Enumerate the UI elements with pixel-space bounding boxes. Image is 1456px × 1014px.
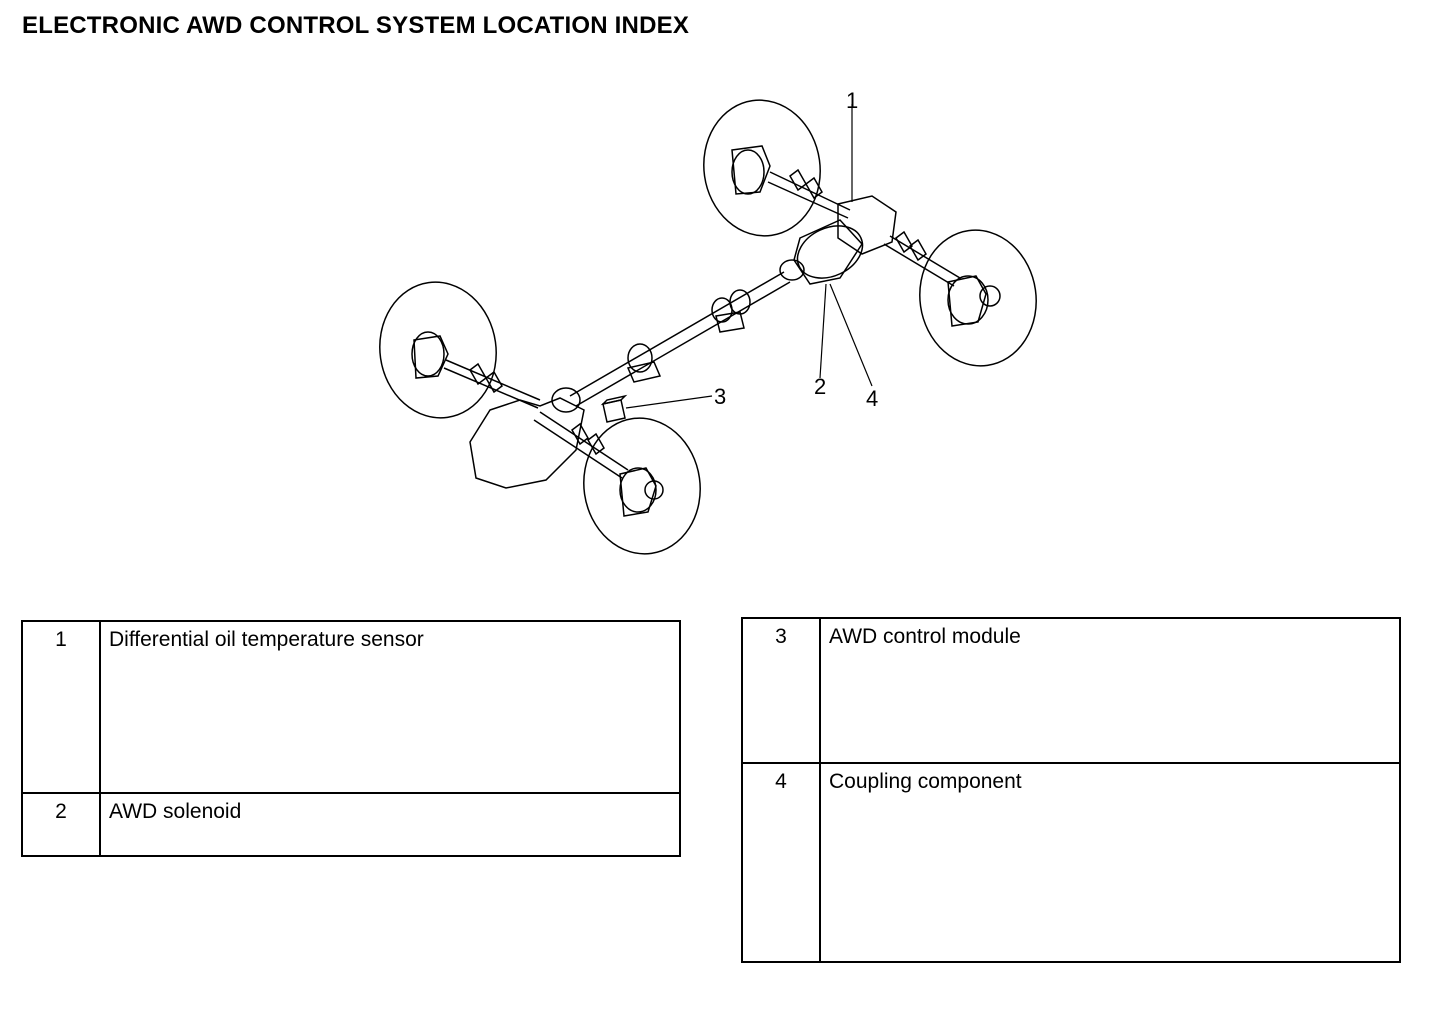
callout-3: 3 (714, 384, 726, 409)
table-row: 3 AWD control module (741, 617, 1401, 764)
rear-drive-shafts (767, 168, 961, 287)
callout-4: 4 (866, 386, 878, 411)
awd-control-module (600, 394, 628, 423)
callout-1: 1 (846, 88, 858, 113)
front-right-wheel (583, 417, 701, 555)
component-name: AWD control module (819, 617, 1401, 764)
row-number: 4 (741, 762, 821, 963)
page-title: ELECTRONIC AWD CONTROL SYSTEM LOCATION I… (22, 12, 690, 39)
propeller-shaft (569, 271, 791, 407)
location-index-table-left: 1 Differential oil temperature sensor 2 … (21, 620, 681, 857)
component-name: Coupling component (819, 762, 1401, 963)
row-number: 3 (741, 617, 821, 764)
callout-2: 2 (814, 374, 826, 399)
rear-left-wheel (703, 99, 821, 237)
row-number: 2 (21, 792, 101, 857)
callouts: 1 2 3 4 (714, 88, 878, 411)
location-index-table-right: 3 AWD control module 4 Coupling componen… (741, 617, 1401, 963)
component-name: AWD solenoid (99, 792, 681, 857)
table-row: 1 Differential oil temperature sensor (21, 620, 681, 794)
rear-right-wheel (919, 229, 1037, 367)
table-row: 2 AWD solenoid (21, 792, 681, 857)
leader-lines (625, 104, 873, 409)
rear-differential (779, 195, 897, 285)
table-row: 4 Coupling component (741, 762, 1401, 963)
front-left-wheel (379, 281, 497, 419)
transaxle-outline (469, 387, 585, 489)
awd-drivetrain-diagram: 1 2 3 4 (379, 88, 1037, 555)
component-name: Differential oil temperature sensor (99, 620, 681, 794)
row-number: 1 (21, 620, 101, 794)
